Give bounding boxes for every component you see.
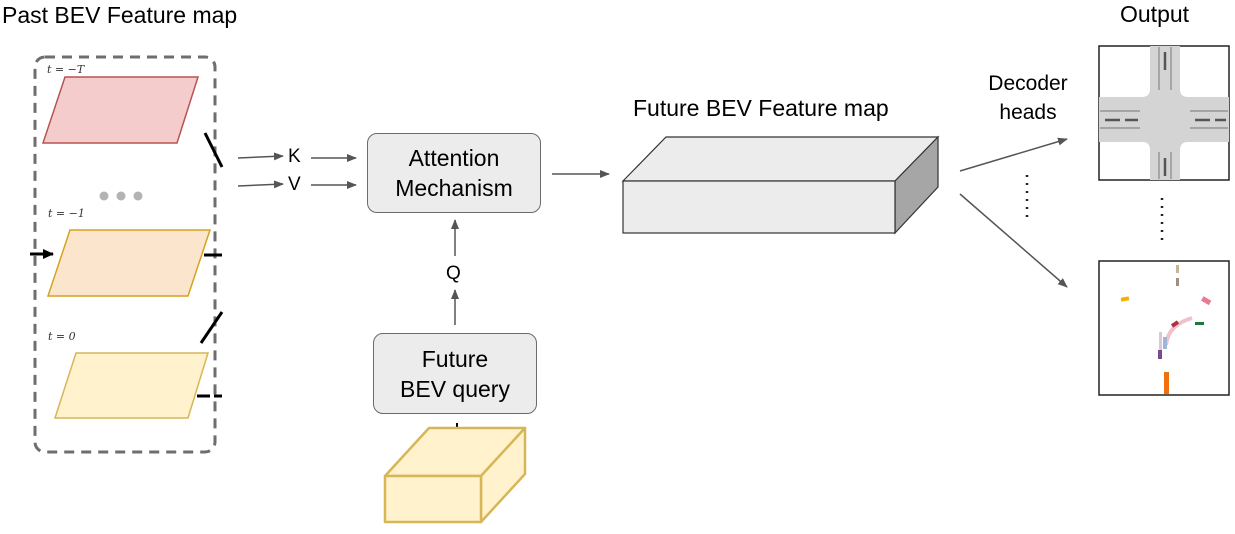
future-query-box-line2: BEV query	[400, 375, 510, 402]
past-bev-slab-t-minus-T	[41, 76, 200, 144]
future-bev-query-box: Future BEV query	[373, 333, 537, 414]
decoder-arrow-bottom	[959, 193, 1068, 288]
output-title: Output	[1120, 1, 1190, 27]
future-bev-query-cube	[383, 426, 527, 524]
decoder-arrow-top	[959, 137, 1068, 172]
future-query-box-line1: Future	[421, 345, 489, 372]
query-label: Q	[446, 263, 461, 284]
future-bev-feature-cube	[621, 135, 940, 235]
attention-box-line2: Mechanism	[395, 175, 513, 201]
value-label: V	[288, 174, 301, 195]
past-bev-slab-t-minus-1	[46, 229, 212, 297]
k-in-arrow	[237, 152, 284, 161]
time-label-mid: t = −1	[48, 207, 85, 220]
time-label-bottom: t = 0	[48, 330, 76, 343]
v-in-arrow	[237, 180, 284, 189]
attention-mechanism-box: Attention Mechanism	[367, 133, 541, 213]
decoder-heads-label: Decoder heads	[981, 69, 1075, 127]
output-trajectory-panel	[1098, 260, 1230, 396]
future-bev-title: Future BEV Feature map	[633, 95, 889, 121]
past-bev-title: Past BEV Feature map	[2, 2, 238, 28]
attention-box-line1: Attention	[408, 145, 500, 171]
slab-ellipsis-dots	[99, 191, 143, 201]
output-map-panel	[1098, 45, 1230, 181]
time-label-top: t = −T	[47, 63, 85, 76]
key-label: K	[288, 146, 301, 167]
decoder-heads-line1: Decoder	[988, 72, 1068, 95]
past-bev-slab-t-0	[53, 352, 210, 419]
cropped-connector-strokes	[197, 132, 224, 398]
decoder-heads-line2: heads	[999, 101, 1057, 124]
